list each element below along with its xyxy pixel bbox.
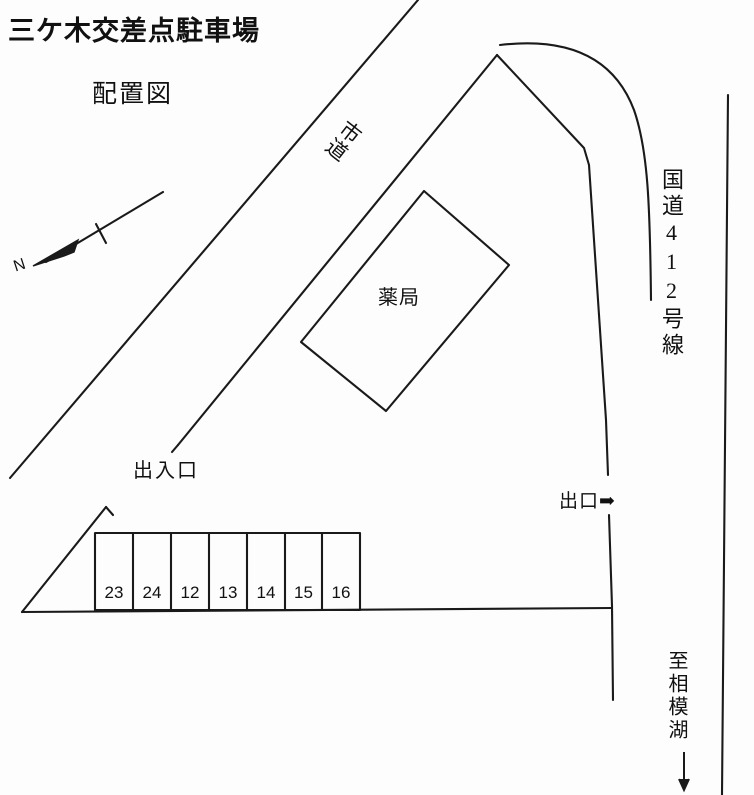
city-road-inner-edge xyxy=(176,53,499,447)
parking-stall-number: 23 xyxy=(104,583,124,602)
right-arrow-icon: ➡ xyxy=(599,491,616,512)
city-road-inner-edge-tip xyxy=(170,443,180,454)
label-national-route-412: 国道412号線 xyxy=(659,168,684,359)
parking-stall-number: 24 xyxy=(142,583,162,602)
north-arrowhead-icon xyxy=(32,238,80,267)
pharmacy-building-outline xyxy=(299,189,511,413)
to-sagamiko-arrow-icon xyxy=(678,752,690,793)
label-exit: 出口➡ xyxy=(559,492,616,511)
label-exit-text: 出口 xyxy=(559,491,600,512)
route412-curve-edge xyxy=(498,42,653,302)
route412-left-edge-lower xyxy=(610,604,615,702)
parking-stall-number: 12 xyxy=(180,583,200,602)
label-to-sagamiko: 至相模湖 xyxy=(665,650,687,742)
parking-stall-number: 15 xyxy=(294,583,313,602)
lot-boundary-upper-right xyxy=(495,53,591,167)
lot-boundary-right-lower xyxy=(607,513,614,608)
route412-right-edge xyxy=(720,93,730,795)
parking-stall-block xyxy=(93,531,362,612)
parking-stall-number: 13 xyxy=(218,583,238,602)
page-subtitle: 配置図 xyxy=(92,81,174,108)
north-arrow-tick xyxy=(94,222,108,245)
parking-lot-diagonal-edge xyxy=(20,505,108,614)
parking-stall-number: 14 xyxy=(256,583,276,602)
parking-lot-corner-tick xyxy=(104,505,115,517)
page-title: 三ケ木交差点駐車場 xyxy=(8,16,260,46)
lot-boundary-right-upper xyxy=(587,163,610,477)
parking-stall-number: 16 xyxy=(331,583,351,602)
city-road-outer-edge xyxy=(8,0,420,480)
label-entrance-exit: 出入口 xyxy=(133,460,199,482)
label-pharmacy: 薬局 xyxy=(378,287,420,309)
